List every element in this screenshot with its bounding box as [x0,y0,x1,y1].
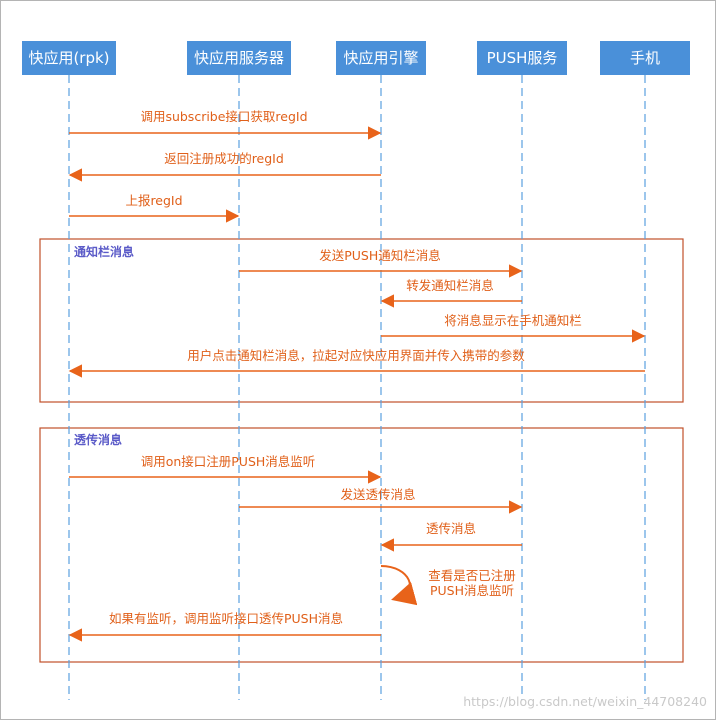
message-label-8: 调用on接口注册PUSH消息监听 [141,454,316,469]
frame-notification [39,238,684,403]
message-label-2: 返回注册成功的regId [164,151,284,166]
participant-server-box [187,41,291,75]
participant-push-label: PUSH服务 [487,49,558,67]
participant-push: PUSH服务 [477,41,567,75]
participant-engine-label: 快应用引擎 [343,49,418,67]
message-label-12: 如果有监听，调用监听接口透传PUSH消息 [109,611,343,626]
frame-passthrough [39,427,684,663]
frames-layer: 通知栏消息 透传消息 [39,238,684,663]
participant-app-label: 快应用(rpk) [28,49,109,67]
message-label-7: 用户点击通知栏消息，拉起对应快应用界面并传入携带的参数 [187,348,525,363]
message-label-5: 转发通知栏消息 [406,278,494,293]
message-label-1: 调用subscribe接口获取regId [140,109,307,124]
message-label-3: 上报regId [125,193,182,208]
participant-engine: 快应用引擎 [336,41,426,75]
participant-push-box [477,41,567,75]
frame-passthrough-title: 透传消息 [74,432,122,447]
frame-notification-title: 通知栏消息 [74,244,134,259]
participant-server-label: 快应用服务器 [194,49,284,67]
lifelines-layer [68,75,646,700]
participant-phone-label: 手机 [630,49,660,67]
messages-layer: 调用subscribe接口获取regId 返回注册成功的regId 上报regI… [68,109,646,642]
message-label-6: 将消息显示在手机通知栏 [444,313,582,328]
message-label-10: 透传消息 [426,521,476,536]
message-arrow-11-self [380,565,418,606]
message-label-11-line-2: PUSH消息监听 [430,583,514,598]
participant-app-box [22,41,116,75]
participant-app: 快应用(rpk) [22,41,116,75]
participant-server: 快应用服务器 [187,41,291,75]
participant-phone-box [600,41,690,75]
participant-engine-box [336,41,426,75]
message-label-11-line-1: 查看是否已注册 [428,568,516,583]
participants-layer: 快应用(rpk) 快应用服务器 快应用引擎 PUSH服务 手机 [22,41,690,75]
message-label-9: 发送透传消息 [340,487,415,502]
message-label-4: 发送PUSH通知栏消息 [319,248,441,263]
watermark: https://blog.csdn.net/weixin_44708240 [463,694,707,709]
participant-phone: 手机 [600,41,690,75]
